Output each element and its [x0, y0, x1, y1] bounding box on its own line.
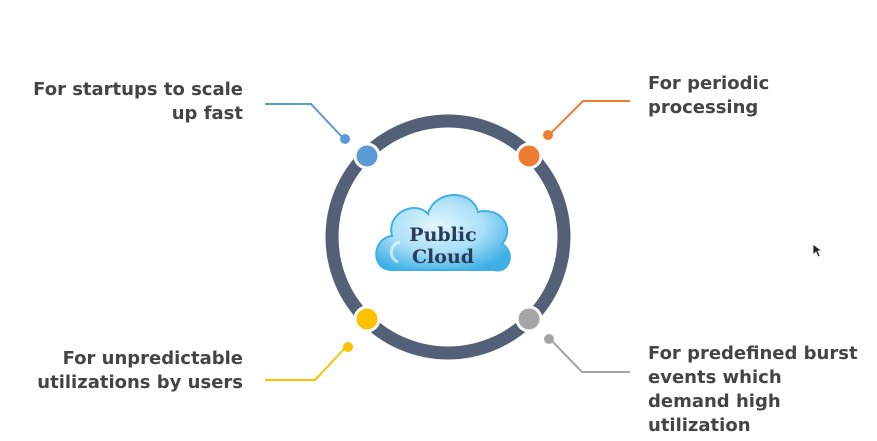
ring [325, 114, 571, 360]
label-line: For unpredictable [62, 348, 243, 369]
label-line: utilization [648, 415, 751, 436]
connector-dot-top-right [543, 130, 553, 140]
label-line: events which [648, 367, 782, 388]
label-unpredictable-utilizations: For unpredictable utilizations by users [37, 347, 243, 395]
connector-dot-top-left [340, 134, 350, 144]
connector-dot-bottom-left [343, 342, 353, 352]
connector-bottom-right [550, 339, 630, 373]
ring-marker-bottom-right [515, 305, 543, 333]
mouse-cursor-icon [812, 243, 824, 258]
connector-dot-bottom-right [544, 334, 554, 344]
label-line: processing [648, 97, 759, 118]
label-startups: For startups to scale up fast [33, 78, 243, 126]
center-title: Public Cloud [393, 224, 493, 268]
ring-marker-top-right [515, 142, 543, 170]
cloud-icon [375, 194, 511, 272]
ring-marker-top-left [353, 142, 381, 170]
label-line: For startups to scale [33, 79, 243, 100]
connector-top-left [265, 103, 344, 139]
ring-marker-bottom-left [353, 305, 381, 333]
label-line: up fast [171, 103, 243, 124]
label-line: For predefined burst [648, 343, 858, 364]
label-predefined-burst-events: For predefined burst events which demand… [648, 342, 858, 438]
connector-bottom-left [265, 347, 346, 381]
label-line: For periodic [648, 73, 770, 94]
center-title-line-1: Public [409, 224, 477, 246]
connector-top-right [550, 100, 630, 134]
center-title-line-2: Cloud [411, 246, 475, 268]
label-periodic-processing: For periodic processing [648, 72, 769, 120]
label-line: demand high [648, 391, 781, 412]
label-line: utilizations by users [37, 372, 243, 393]
